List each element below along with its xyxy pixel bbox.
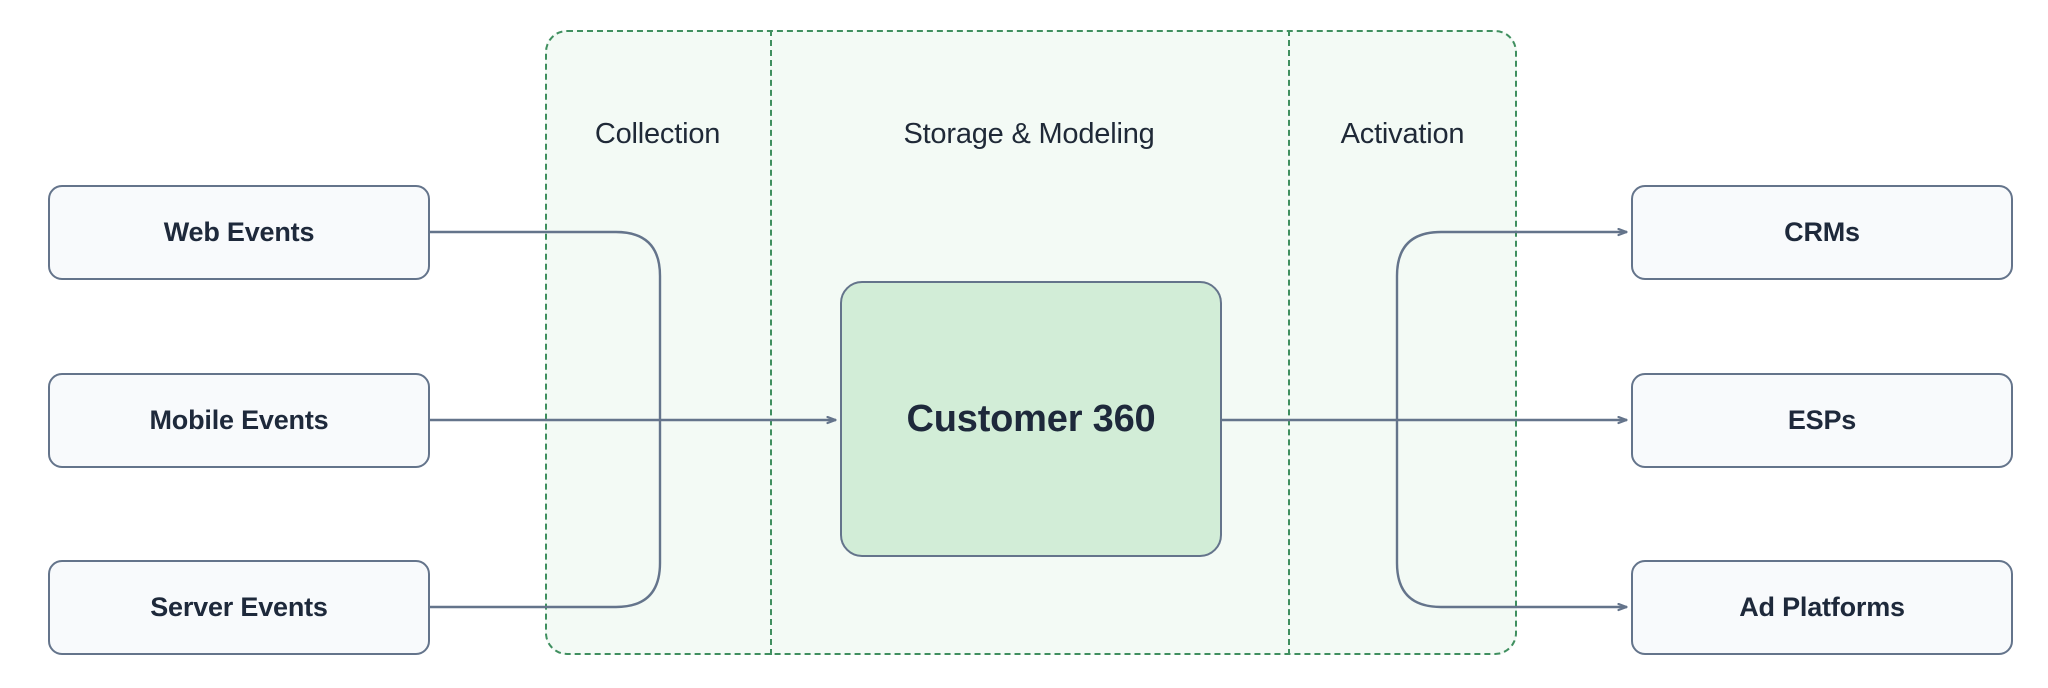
node-mobile-events[interactable]: Mobile Events — [48, 373, 430, 468]
node-web-events[interactable]: Web Events — [48, 185, 430, 280]
node-server-events[interactable]: Server Events — [48, 560, 430, 655]
node-customer-360[interactable]: Customer 360 — [840, 281, 1222, 557]
zone-divider-collection-storage — [770, 30, 772, 655]
node-esps[interactable]: ESPs — [1631, 373, 2013, 468]
node-ad-platforms[interactable]: Ad Platforms — [1631, 560, 2013, 655]
zone-label-storage: Storage & Modeling — [903, 118, 1155, 150]
zone-label-activation: Activation — [1340, 118, 1465, 150]
node-crms[interactable]: CRMs — [1631, 185, 2013, 280]
zone-divider-storage-activation — [1288, 30, 1290, 655]
zone-label-collection: Collection — [594, 118, 721, 150]
